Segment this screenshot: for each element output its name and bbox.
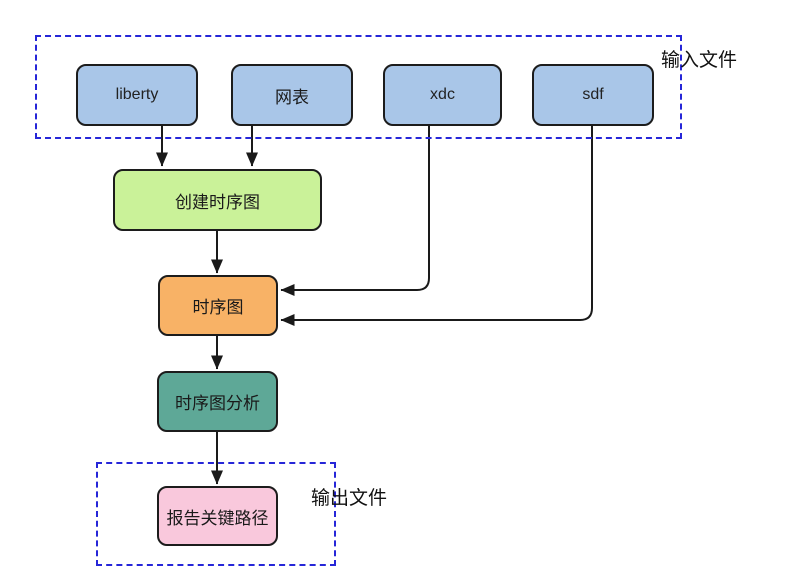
node-xdc: xdc xyxy=(383,64,502,126)
node-timing-graph-analysis: 时序图分析 xyxy=(157,371,278,432)
node-liberty: liberty xyxy=(76,64,198,126)
input-files-label: 输入文件 xyxy=(661,50,738,71)
node-create-timing-graph: 创建时序图 xyxy=(113,169,322,231)
node-netlist: 网表 xyxy=(231,64,353,126)
node-timing-graph: 时序图 xyxy=(158,275,278,336)
arrow-sdf-to-timing-graph xyxy=(280,126,593,326)
node-sdf: sdf xyxy=(532,64,654,126)
output-files-group xyxy=(96,462,336,566)
output-files-label: 输出文件 xyxy=(311,488,388,509)
input-files-group xyxy=(35,35,682,139)
node-report-critical-path: 报告关键路径 xyxy=(157,486,278,546)
